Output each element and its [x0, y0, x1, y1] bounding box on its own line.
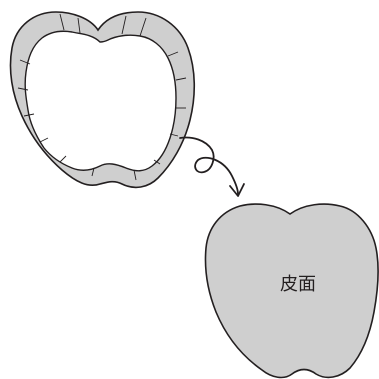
- curly-arrow-icon: [180, 138, 244, 197]
- apple-ring-icon: [10, 12, 194, 187]
- skin-surface-label: 皮面: [280, 274, 316, 295]
